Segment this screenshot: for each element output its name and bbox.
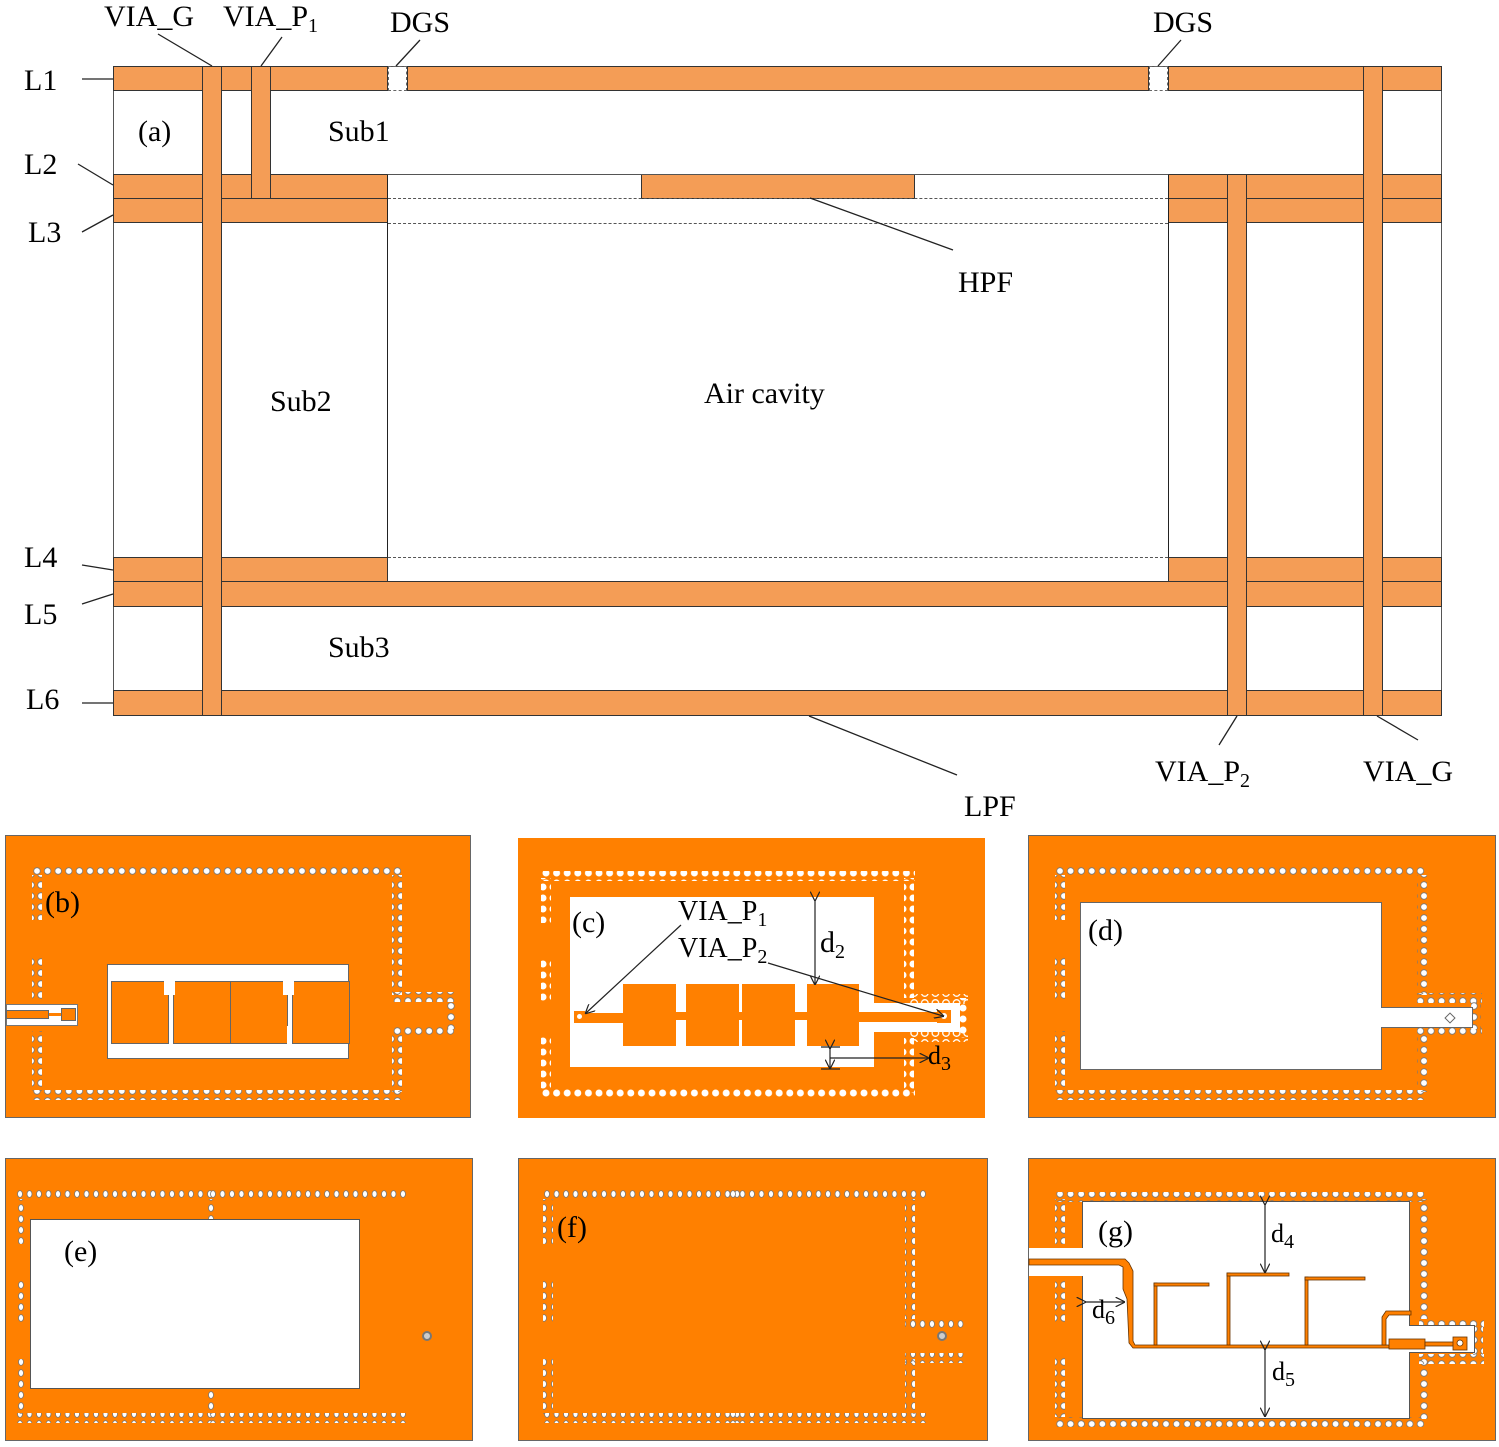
air-cavity-region — [387, 174, 1169, 582]
feed-line-neck — [49, 1013, 61, 1016]
via-g-top-label: VIA_G — [104, 0, 194, 33]
panel-label-a: (a) — [138, 115, 172, 148]
dgs-gap-left — [388, 66, 407, 91]
layer-view-f: (f) — [518, 1158, 988, 1441]
layer-view-c: (c) VIA_P1 VIA_P2 d2 d3 — [518, 838, 985, 1118]
layer-label-l4: L4 — [24, 541, 58, 574]
dimension-d6-label: d6 — [1092, 1295, 1115, 1329]
via-p1 — [251, 66, 271, 199]
layer-view-d: (d) — [1028, 835, 1496, 1118]
cavity-opening-g — [1082, 1201, 1410, 1419]
layer-label-l1: L1 — [24, 64, 58, 97]
resonator-slit — [169, 1026, 173, 1058]
resonator-patch — [173, 981, 231, 1044]
dgs-gap-right — [1149, 66, 1168, 91]
substrate-label-sub3: Sub3 — [328, 631, 390, 664]
panel-label-g: (g) — [1098, 1215, 1133, 1248]
lpf-stub-pattern — [1028, 1159, 1468, 1442]
resonator-patch — [111, 981, 169, 1044]
dimension-d4-label: d4 — [1271, 1219, 1294, 1253]
via-marker — [1444, 1012, 1456, 1024]
cavity-opening-d — [1080, 902, 1382, 1070]
layer-l5 — [113, 581, 1442, 607]
dimension-arrows — [518, 838, 985, 1070]
via-p2 — [1227, 174, 1247, 716]
via-fence-dots — [543, 1190, 965, 1423]
via-g-bottom-label: VIA_G — [1363, 755, 1453, 788]
layer-l3-left — [113, 198, 388, 223]
cavity-dashed-line — [388, 198, 1168, 199]
feed-line — [6, 1010, 49, 1019]
layer-view-b: (b) — [5, 835, 471, 1118]
feed-slot-d — [1381, 1007, 1473, 1028]
stepped-impedance-section — [623, 984, 676, 1046]
panel-label-f: (f) — [557, 1211, 587, 1244]
feed-line-left — [579, 1013, 623, 1023]
dgs-left-label: DGS — [390, 6, 451, 39]
layer-label-l5: L5 — [24, 598, 58, 631]
panel-label-d: (d) — [1088, 914, 1123, 947]
resonator-patch — [230, 981, 288, 1044]
coax-via — [422, 1331, 432, 1341]
via-p1-pad — [574, 1011, 585, 1023]
dimension-d5-label: d5 — [1272, 1357, 1295, 1391]
feed-line-right — [859, 1012, 949, 1022]
via-fence-dots — [540, 871, 968, 1098]
via-p1-annotation: VIA_P1 — [678, 896, 768, 931]
resonator-patch — [292, 981, 350, 1044]
air-cavity-label: Air cavity — [704, 377, 825, 410]
dimension-d3-label: d3 — [928, 1041, 951, 1075]
layer-view-g: (g) d4 d5 d6 — [1028, 1158, 1496, 1441]
panel-label-e: (e) — [64, 1235, 98, 1268]
layer-l1-middle — [407, 66, 1149, 91]
substrate-label-sub2: Sub2 — [270, 385, 332, 418]
coax-via — [937, 1331, 947, 1341]
via-g-left — [202, 66, 222, 716]
cavity-dashed-line — [388, 223, 1168, 224]
layer-label-l6: L6 — [26, 683, 60, 716]
resonator-notch — [283, 981, 294, 995]
via-fence-dots — [1054, 1192, 1484, 1427]
feed-via-pad — [61, 1008, 76, 1021]
hpf-label: HPF — [958, 266, 1014, 299]
dimension-d2-label: d2 — [820, 926, 845, 963]
panel-label-b: (b) — [45, 886, 80, 919]
layer-l6 — [113, 690, 1442, 716]
dgs-right-label: DGS — [1153, 6, 1214, 39]
layer-label-l2: L2 — [24, 148, 58, 181]
layer-view-e: (e) — [5, 1158, 473, 1441]
via-p2-label: VIA_P2 — [1155, 755, 1251, 792]
via-fence-dots — [1054, 867, 1482, 1100]
cavity-dashed-line — [388, 557, 1168, 558]
panel-label-c: (c) — [572, 906, 606, 939]
lpf-label: LPF — [964, 790, 1016, 823]
layer-l1-left — [113, 66, 388, 91]
via-p1-label: VIA_P1 — [223, 0, 319, 37]
substrate-label-sub1: Sub1 — [328, 115, 390, 148]
layer-l3-right — [1168, 198, 1442, 223]
via-fence-dots — [31, 867, 456, 1100]
via-p2-annotation: VIA_P2 — [678, 933, 768, 968]
via-g-right — [1363, 66, 1383, 716]
layer-l1-right — [1168, 66, 1442, 91]
layer-label-l3: L3 — [28, 216, 62, 249]
stepped-impedance-section — [807, 984, 859, 1046]
leader-lines — [77, 33, 1419, 776]
cavity-opening-e — [30, 1219, 360, 1389]
connector-line — [676, 1012, 807, 1020]
resonator-notch — [164, 981, 175, 995]
resonator-slit — [287, 1026, 291, 1058]
